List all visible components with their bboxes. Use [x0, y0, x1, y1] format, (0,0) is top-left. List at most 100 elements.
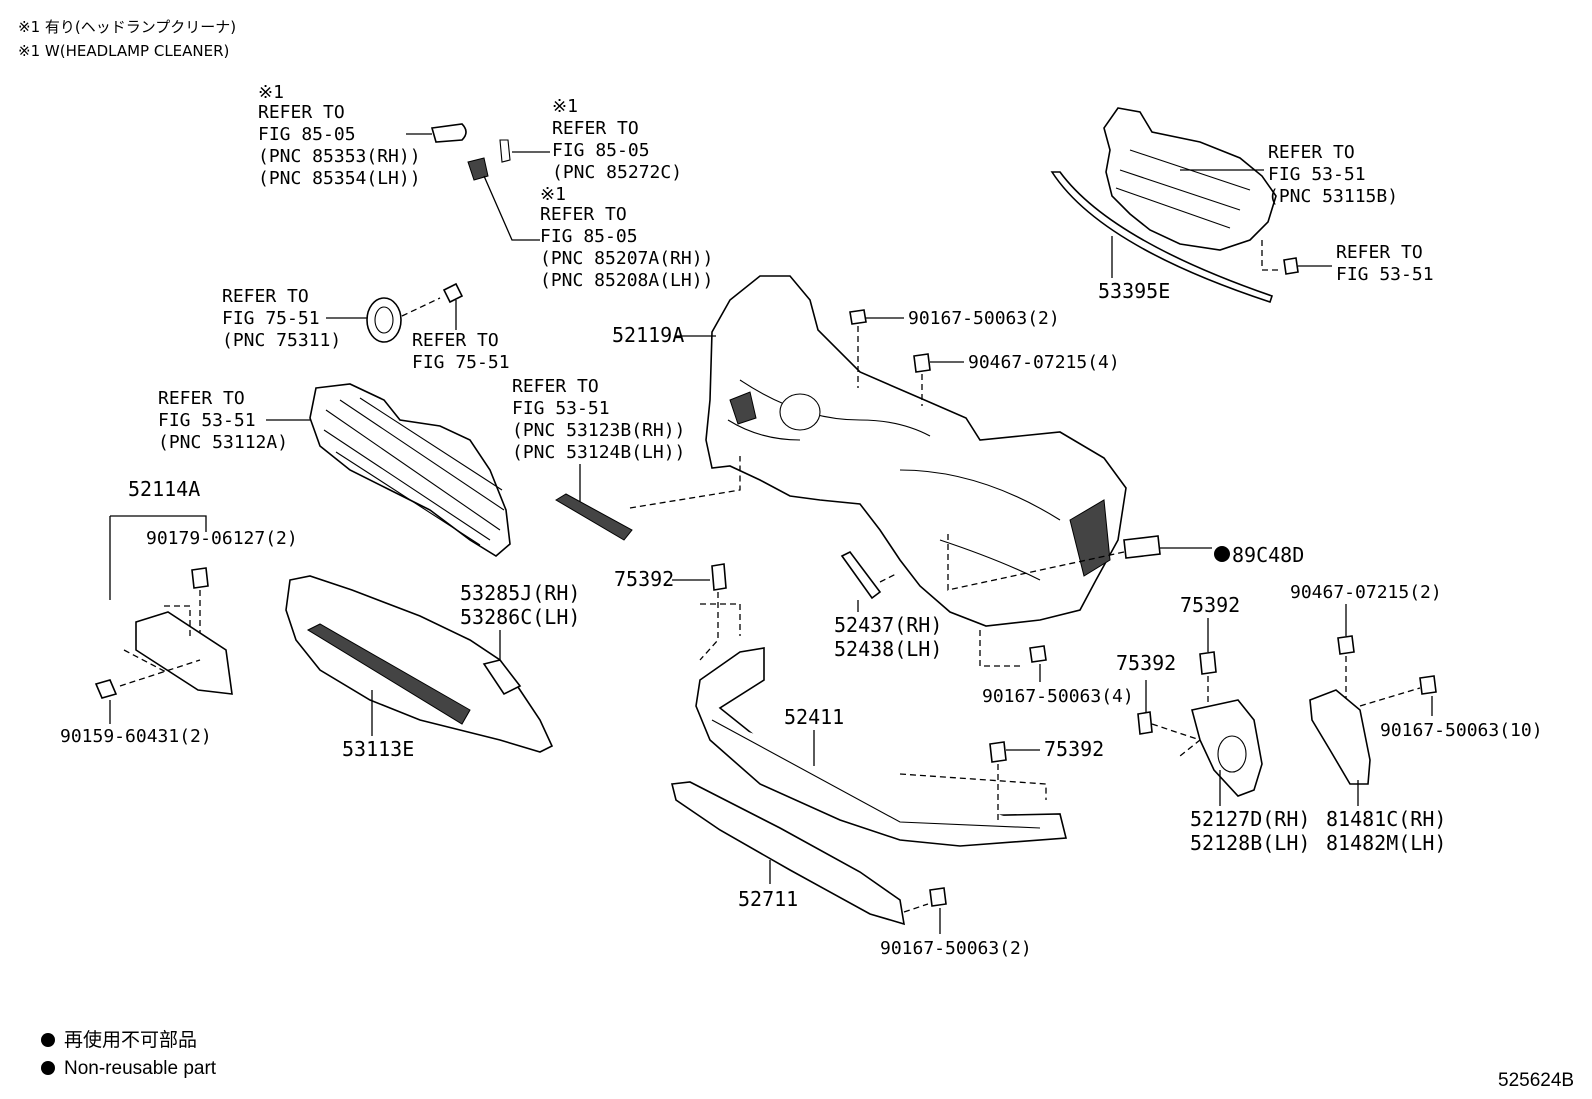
clip-90467-2-part	[1337, 635, 1355, 655]
label-75392-c: 75392	[1116, 651, 1176, 675]
dashed-guide	[1261, 240, 1280, 271]
emblem-inner	[374, 306, 394, 334]
ref-line: (PNC 53124B(LH))	[512, 442, 685, 463]
ref-line: FIG 53-51	[512, 398, 610, 419]
label-89C48D: 89C48D	[1232, 543, 1304, 567]
label-90159-60431-2: 90159-60431(2)	[60, 726, 212, 747]
ref-mark: ※1	[258, 82, 284, 103]
license-bracket-part	[135, 611, 233, 695]
label-75392-b: 75392	[1180, 593, 1240, 617]
ref-line: FIG 53-51	[1336, 264, 1434, 285]
ref-mark: ※1	[540, 184, 566, 205]
ref-line: REFER TO	[552, 118, 639, 139]
nut-90179-part	[191, 567, 209, 589]
ref-line: (PNC 85354(LH))	[258, 168, 421, 189]
leader-line	[483, 175, 540, 241]
non-reusable-dot	[1214, 546, 1230, 562]
dashed-guide	[401, 297, 441, 317]
note-en: ※1 W(HEADLAMP CLEANER)	[18, 42, 229, 60]
ref-line: (PNC 85272C)	[552, 162, 682, 183]
lower-bumper-edge	[711, 719, 1041, 829]
label-89C48D-part	[1123, 535, 1161, 559]
label-53113E: 53113E	[342, 737, 414, 761]
ref-line: (PNC 53115B)	[1268, 186, 1398, 207]
emblem-screw-part	[442, 282, 464, 304]
ref-line: FIG 53-51	[1268, 164, 1366, 185]
bumper-contours	[727, 379, 1061, 581]
ref-emblem-screw: REFER TO FIG 75-51	[412, 330, 510, 373]
label-90167-50063-10: 90167-50063(10)	[1380, 720, 1543, 741]
ref-upper-clip: REFER TO FIG 53-51	[1336, 242, 1434, 285]
grille-mesh	[323, 397, 505, 546]
dashed-guide	[119, 659, 201, 687]
ref-line: REFER TO	[1336, 242, 1423, 263]
ref-line: (PNC 85207A(RH))	[540, 248, 713, 269]
label-52119A: 52119A	[612, 323, 684, 347]
label-75392-d: 75392	[1044, 737, 1104, 761]
ref-line: REFER TO	[412, 330, 499, 351]
ref-line: REFER TO	[222, 286, 309, 307]
screw-90167-2b-part	[929, 887, 947, 907]
ref-molding: REFER TO FIG 53-51 (PNC 53123B(RH)) (PNC…	[512, 376, 685, 463]
clip-75392-d-part	[989, 741, 1007, 763]
label-52438: 52438(LH)	[834, 637, 942, 661]
cleaner-nozzle-part	[467, 157, 489, 181]
label-90167-50063-4: 90167-50063(4)	[982, 686, 1134, 707]
ref-line: REFER TO	[1268, 142, 1355, 163]
label-75392-a: 75392	[614, 567, 674, 591]
label-53285J: 53285J(RH)	[460, 581, 580, 605]
dashed-guide	[903, 903, 929, 913]
dashed-guide	[979, 630, 1024, 667]
leader-line	[109, 515, 207, 600]
label-52411: 52411	[784, 705, 844, 729]
cleaner-cover-part	[430, 123, 467, 143]
bumper-openings	[729, 391, 1111, 577]
ref-line: FIG 75-51	[222, 308, 320, 329]
ref-grille: REFER TO FIG 53-51 (PNC 53112A)	[158, 388, 288, 453]
dashed-guide	[1359, 687, 1421, 707]
lower-grille-slot	[306, 623, 471, 725]
ref-line: (PNC 75311)	[222, 330, 341, 351]
ref-line: FIG 85-05	[258, 124, 356, 145]
ref-line: (PNC 53112A)	[158, 432, 288, 453]
molding-part	[555, 493, 633, 541]
legend-dot-1	[41, 1033, 55, 1047]
label-52437: 52437(RH)	[834, 613, 942, 637]
grille-part	[309, 383, 511, 557]
label-90467-07215-4: 90467-07215(4)	[968, 352, 1120, 373]
cover-53285-part	[482, 659, 522, 696]
ref-line: REFER TO	[512, 376, 599, 397]
label-52711: 52711	[738, 887, 798, 911]
upper-clip-part	[1283, 257, 1299, 275]
seal-part	[1050, 171, 1274, 304]
dashed-guide	[700, 603, 741, 636]
ref-line: (PNC 85208A(LH))	[540, 270, 713, 291]
dashed-guide	[629, 456, 741, 509]
label-53286C: 53286C(LH)	[460, 605, 580, 629]
ref-line: (PNC 53123B(RH))	[512, 420, 685, 441]
bumper-cover-part	[705, 275, 1127, 627]
ref-line: FIG 85-05	[540, 226, 638, 247]
bumper-emblem-seat	[779, 393, 821, 431]
screw-90167-4-part	[1029, 645, 1047, 663]
bolt-90159-part	[94, 679, 118, 699]
ref-cleaner-bracket: ※1 REFER TO FIG 85-05 (PNC 85272C)	[552, 96, 682, 183]
legend-dot-2	[41, 1061, 55, 1075]
label-81482M: 81482M(LH)	[1326, 831, 1446, 855]
ref-line: REFER TO	[258, 102, 345, 123]
label-90467-07215-2: 90467-07215(2)	[1290, 582, 1442, 603]
cover-52437-part	[840, 550, 882, 600]
clip-75392-c-part	[1137, 711, 1153, 735]
label-52128B: 52128B(LH)	[1190, 831, 1310, 855]
upper-grille-part	[1103, 107, 1277, 251]
ref-line: REFER TO	[158, 388, 245, 409]
lower-bumper-part	[695, 647, 1068, 847]
legend-jp: 再使用不可部品	[64, 1029, 197, 1051]
ref-line: FIG 53-51	[158, 410, 256, 431]
ref-cleaner-nozzle: ※1 REFER TO FIG 85-05 (PNC 85207A(RH)) (…	[540, 184, 713, 291]
note-jp: ※1 有り(ヘッドランプクリーナ)	[18, 18, 236, 36]
clip-75392-a-part	[711, 563, 727, 591]
ref-line: FIG 85-05	[552, 140, 650, 161]
